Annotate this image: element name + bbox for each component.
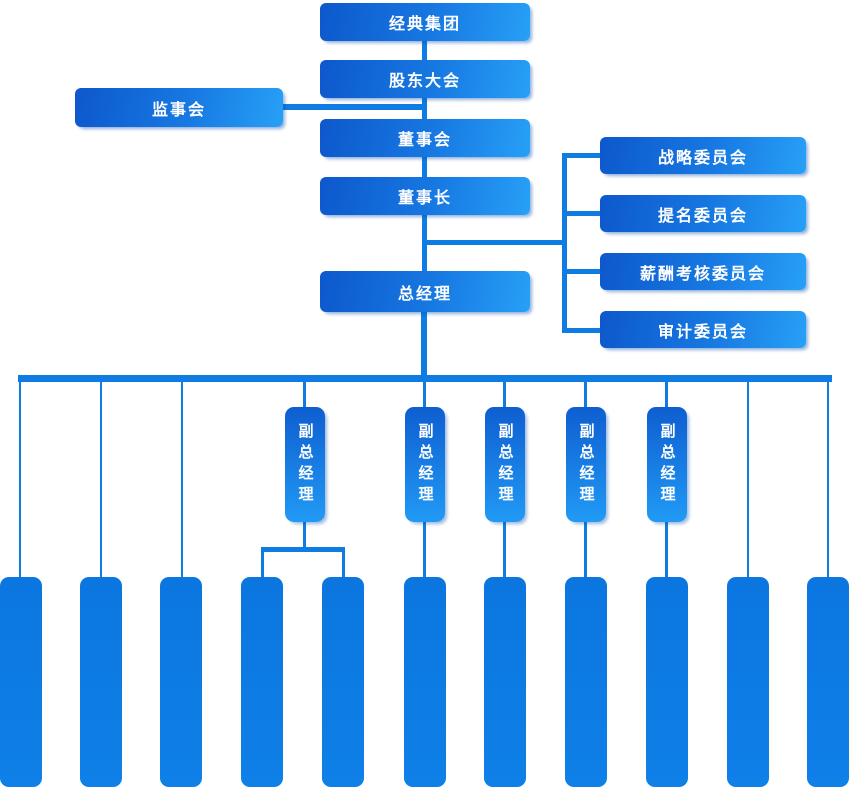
connector-line [181,382,183,577]
node-shareholders-meeting: 股东大会 [320,60,530,98]
connector-line [665,522,668,577]
connector-line [422,98,427,120]
node-label: 提名委员会 [657,207,748,225]
connector-line [503,522,506,577]
department-box [0,577,42,787]
connector-line [422,215,427,272]
connector-line [565,153,600,158]
connector-line [565,211,600,216]
node-label: 股东大会 [388,73,461,90]
node-general-manager: 总经理 [320,271,530,312]
node-label: 薪酬考核委员会 [639,265,766,283]
node-deputy-general-manager: 副总经理 [566,407,606,522]
connector-line [100,382,102,577]
connector-line [584,382,587,407]
connector-line [261,552,264,577]
connector-line [565,269,600,274]
department-box [160,577,202,787]
node-deputy-general-manager: 副总经理 [485,407,525,522]
connector-line [584,522,587,577]
connector-line [19,382,21,577]
node-board-of-directors: 董事会 [320,119,530,157]
node-label: 副总经理 [416,422,434,507]
department-box [241,577,283,787]
connector-line [827,382,829,577]
connector-line [342,552,345,577]
node-deputy-general-manager: 副总经理 [405,407,445,522]
node-group: 经典集团 [320,3,530,41]
department-box [484,577,526,787]
node-label: 董事长 [397,190,452,207]
connector-line [422,41,427,61]
node-label: 副总经理 [658,422,676,507]
connector-line [747,382,749,577]
node-committee-audit: 审计委员会 [600,311,806,348]
connector-line [503,382,506,407]
node-committee-nomination: 提名委员会 [600,195,806,232]
node-label: 经典集团 [388,16,461,33]
node-label: 董事会 [397,132,452,149]
connector-line [303,522,306,547]
node-label: 总经理 [397,285,452,303]
connector-line [423,522,426,577]
node-committee-compensation: 薪酬考核委员会 [600,253,806,290]
connector-line [421,311,427,376]
node-label: 副总经理 [296,422,314,507]
department-box [322,577,364,787]
node-chairman: 董事长 [320,177,530,215]
department-box [404,577,446,787]
connector-line [562,153,567,333]
connector-line [425,240,567,245]
department-box [646,577,688,787]
connector-line [565,328,600,333]
node-label: 监事会 [151,101,206,119]
node-supervisory-board: 监事会 [75,88,283,127]
connector-line [422,156,427,178]
connector-line [665,382,668,407]
department-box [807,577,849,787]
connector-line [303,382,306,407]
node-deputy-general-manager: 副总经理 [647,407,687,522]
department-box [727,577,769,787]
node-committee-strategy: 战略委员会 [600,137,806,174]
connector-line [261,547,345,552]
node-label: 副总经理 [496,422,514,507]
department-box [80,577,122,787]
connector-line [423,382,426,407]
connector-line [18,375,832,382]
connector-line [282,104,424,110]
department-box [565,577,607,787]
node-label: 战略委员会 [657,149,748,167]
node-label: 审计委员会 [657,323,748,341]
node-deputy-general-manager: 副总经理 [285,407,325,522]
node-label: 副总经理 [577,422,595,507]
